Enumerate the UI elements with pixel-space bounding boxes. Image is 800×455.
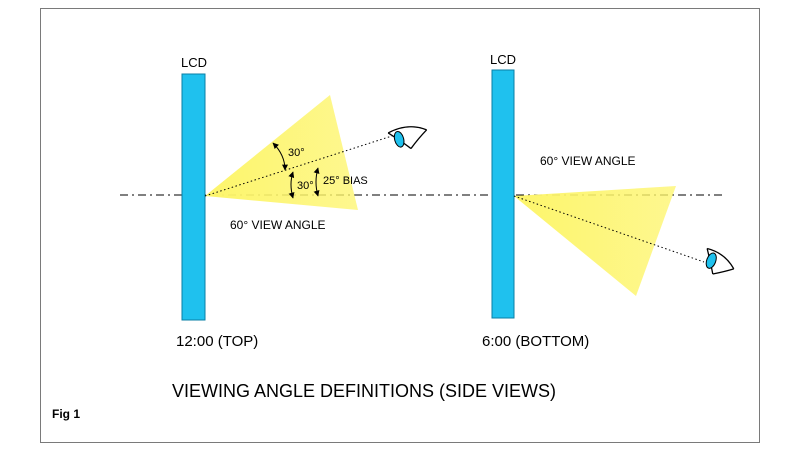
left-bias-label: 25° BIAS [323,175,368,187]
left-view: LCD 30° 30° 25° BIAS 60° VIEW ANGLE 12:0… [176,55,428,350]
figure-label: Fig 1 [52,407,80,421]
right-eye-icon [705,247,735,275]
left-sight-line [204,134,396,197]
right-view-cone [514,186,676,296]
right-lcd-panel [491,69,515,319]
left-lower-angle-arc [288,171,295,199]
left-view-angle-label: 60° VIEW ANGLE [230,218,326,232]
left-position-label: 12:00 (TOP) [176,333,258,350]
left-eye-icon [387,126,428,150]
right-position-label: 6:00 (BOTTOM) [482,333,589,350]
right-view-angle-label: 60° VIEW ANGLE [540,154,636,168]
left-lcd-label: LCD [181,55,207,70]
right-sight-line [513,195,705,263]
left-lower-angle-label: 30° [297,180,314,192]
left-upper-angle-label: 30° [288,147,305,159]
right-view: LCD 60° VIEW ANGLE 6:00 (BOTTOM) [482,52,735,350]
left-bias-arc [313,167,320,197]
figure-title: VIEWING ANGLE DEFINITIONS (SIDE VIEWS) [172,381,556,401]
left-lcd-panel [181,73,206,321]
left-upper-angle-arc [272,142,288,171]
right-lcd-label: LCD [490,52,516,67]
